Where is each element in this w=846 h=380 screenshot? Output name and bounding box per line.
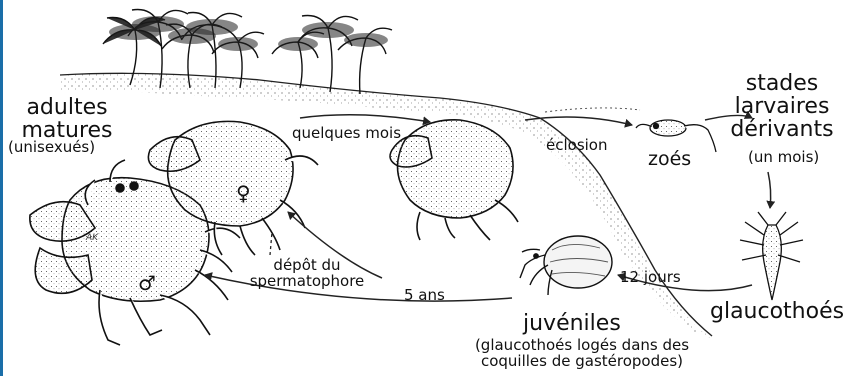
juveniles-sub-label: (glaucothoés logés dans des coquilles de… bbox=[436, 338, 728, 370]
arrow-larvae-to-glaucothoe bbox=[768, 172, 771, 208]
juveniles-sub-line2: coquilles de gastéropodes) bbox=[436, 354, 728, 370]
juvenile-in-shell bbox=[520, 236, 612, 295]
adults-line1: adultes bbox=[6, 96, 128, 119]
glaucothoe-label: glaucothoés bbox=[710, 300, 844, 323]
larvae-line3: dérivants bbox=[718, 118, 846, 141]
zoea-label: zoés bbox=[648, 150, 691, 170]
larvae-label: stades larvaires dérivants bbox=[718, 72, 846, 141]
larvae-line1: stades bbox=[718, 72, 846, 95]
frame-border bbox=[0, 0, 3, 376]
adult-crab-right bbox=[390, 120, 518, 240]
female-symbol: ♀ bbox=[236, 181, 251, 205]
hatching-label: éclosion bbox=[546, 138, 608, 154]
male-symbol: ♂ bbox=[138, 271, 156, 295]
deposit-line2: spermatophore bbox=[234, 274, 380, 290]
larvae-line2: larvaires bbox=[718, 95, 846, 118]
adults-sub-label: (unisexués) bbox=[8, 140, 95, 156]
arrow-months bbox=[300, 115, 430, 122]
juveniles-label: juvéniles bbox=[523, 312, 621, 335]
days-label: 12 jours bbox=[620, 270, 681, 286]
deposit-label: dépôt du spermatophore bbox=[234, 258, 380, 290]
glaucothoe-larva bbox=[740, 212, 803, 300]
arrow-dashed-link bbox=[270, 232, 272, 255]
adults-label: adultes matures bbox=[6, 96, 128, 142]
months-label: quelques mois bbox=[292, 126, 401, 142]
larvae-sub-label: (un mois) bbox=[748, 150, 819, 166]
artist-signature: AK bbox=[85, 233, 99, 243]
years-label: 5 ans bbox=[404, 288, 445, 304]
